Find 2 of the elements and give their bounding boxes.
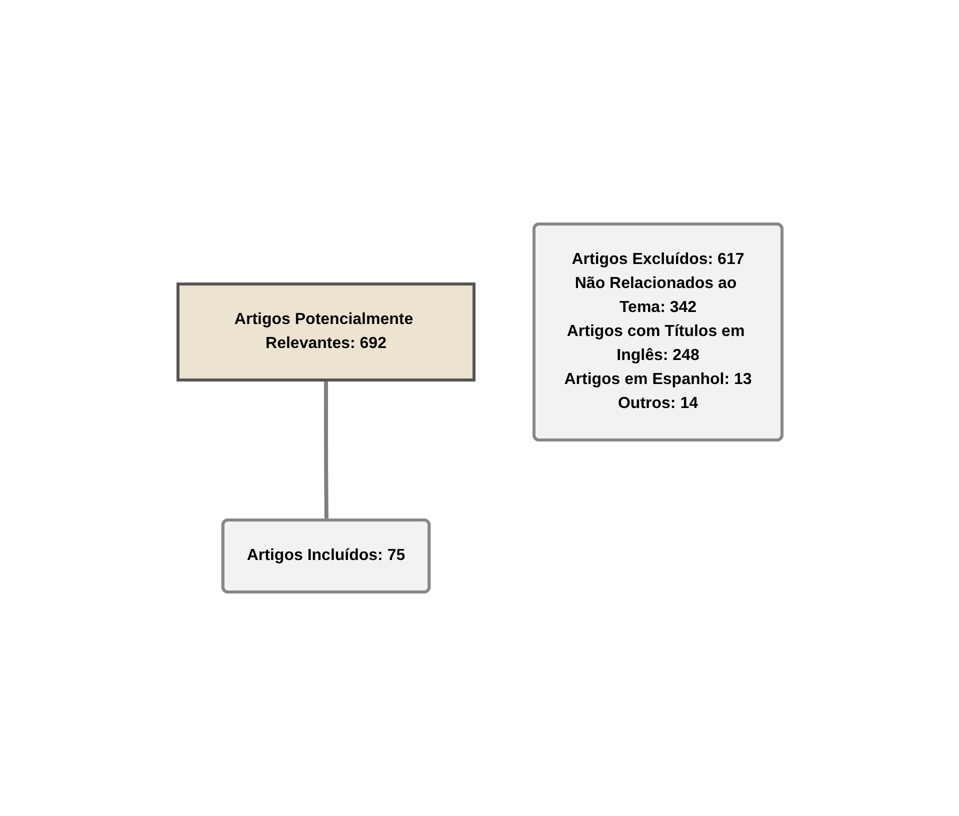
node-box: Artigos Potencialmente Relevantes: 692 [176,282,475,382]
connector [324,380,328,521]
